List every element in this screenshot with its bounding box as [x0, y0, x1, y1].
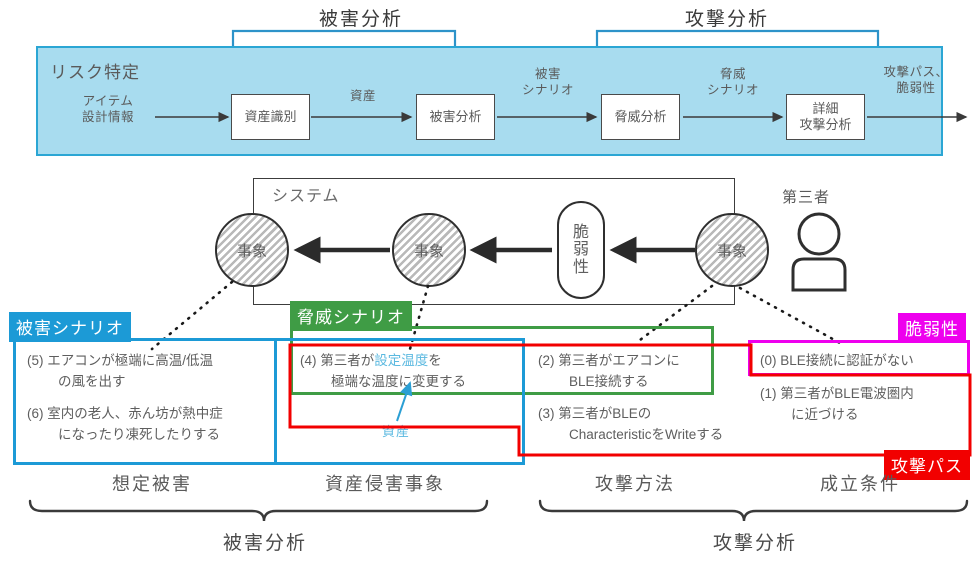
third-party-label: 第三者 [782, 189, 831, 206]
list-item-asset-violation-4[interactable]: (4) 第三者が設定温度を 極端な温度に変更する [300, 351, 466, 393]
item-line1: (1) 第三者がBLE電波圏内 [760, 384, 914, 405]
process-box-label: 脅威分析 [614, 108, 667, 124]
process-box-detailed-attack-analysis[interactable]: 詳細 攻撃分析 [786, 94, 865, 140]
process-box-damage-analysis[interactable]: 被害分析 [416, 94, 495, 140]
item-number: (5) [27, 353, 44, 368]
item-text: 室内の老人、赤ん坊が熱中症 [47, 406, 223, 421]
flow-label-line1: 脅威 [719, 67, 746, 81]
process-box-label: 資産識別 [244, 108, 297, 124]
item-line1: (5) エアコンが極端に高温/低温 [27, 351, 213, 372]
column-caption-asset-violation: 資産侵害事象 [325, 474, 445, 494]
item-line2: になったり凍死したりする [58, 426, 220, 442]
vulnerability-char: 弱 [572, 241, 589, 259]
list-item-condition-1[interactable]: (1) 第三者がBLE電波圏内 に近づける [760, 384, 914, 426]
process-box-threat-analysis[interactable]: 脅威分析 [601, 94, 680, 140]
item-number: (1) [760, 386, 777, 401]
item-line1: (0) BLE接続に認証がない [760, 351, 914, 372]
damage-scenario-tag: 被害シナリオ [9, 312, 131, 342]
item-text-highlight: 設定温度 [374, 353, 429, 368]
item-text-a: 第三者が [320, 353, 375, 368]
flow-label-asset: 資産 [316, 88, 410, 104]
list-item-damage-6[interactable]: (6) 室内の老人、赤ん坊が熱中症 になったり凍死したりする [27, 404, 223, 446]
dotted-connectors [150, 280, 842, 351]
system-label: システム [272, 188, 340, 205]
item-text: BLE接続に認証がない [780, 353, 914, 368]
top-brackets [231, 29, 880, 47]
event-label: 事象 [236, 242, 267, 260]
list-item-attack-3[interactable]: (3) 第三者がBLEの CharacteristicをWriteする [538, 404, 723, 446]
flow-label-threat-scenario: 脅威 シナリオ [684, 66, 782, 99]
flow-label-damage-scenario: 被害 シナリオ [499, 66, 597, 99]
item-number: (4) [300, 353, 317, 368]
item-number: (6) [27, 406, 44, 421]
bottom-caption-damage-analysis: 被害分析 [222, 533, 307, 554]
list-item-condition-0[interactable]: (0) BLE接続に認証がない [760, 351, 914, 372]
asset-violation-blue-frame [277, 338, 525, 465]
item-line2: 極端な温度に変更する [331, 373, 466, 389]
event-label: 事象 [716, 242, 747, 260]
band-input-line2: 設計情報 [81, 110, 134, 125]
threat-scenario-tag: 脅威シナリオ [290, 301, 412, 331]
item-line1: (2) 第三者がエアコンに [538, 351, 680, 372]
flow-label-line2: シナリオ [706, 83, 759, 98]
item-number: (2) [538, 353, 555, 368]
flow-label-line2: 脆弱性 [896, 81, 936, 96]
item-text: 第三者がBLE電波圏内 [780, 386, 914, 401]
band-input-label: アイテム 設計情報 [58, 93, 158, 126]
event-chain-arrows [293, 236, 695, 264]
item-line1: (6) 室内の老人、赤ん坊が熱中症 [27, 404, 223, 425]
item-line2: BLE接続する [569, 373, 649, 389]
process-box-label-line1: 詳細 [812, 100, 839, 116]
item-text: エアコンが極端に高温/低温 [47, 353, 214, 368]
list-item-damage-5[interactable]: (5) エアコンが極端に高温/低温 の風を出す [27, 351, 213, 393]
item-line1: (4) 第三者が設定温度を [300, 351, 466, 372]
event-label: 事象 [413, 242, 444, 260]
process-box-label-line2: 攻撃分析 [799, 117, 852, 132]
item-number: (0) [760, 353, 777, 368]
column-caption-attack-method: 攻撃方法 [595, 474, 675, 494]
list-item-attack-2[interactable]: (2) 第三者がエアコンに BLE接続する [538, 351, 680, 393]
vulnerability-capsule[interactable]: 脆 弱 性 [557, 201, 605, 299]
top-bracket-attack-label: 攻撃分析 [684, 9, 769, 30]
item-line2: に近づける [791, 406, 859, 422]
band-input-line1: アイテム [82, 94, 134, 108]
vulnerability-char: 性 [572, 258, 589, 276]
band-arrows [155, 111, 968, 123]
column-caption-expected-damage: 想定被害 [112, 474, 192, 494]
bottom-caption-attack-analysis: 攻撃分析 [712, 533, 797, 554]
vulnerability-tag: 脆弱性 [898, 313, 966, 343]
attack-path-frame [288, 343, 972, 457]
item-number: (3) [538, 406, 555, 421]
vulnerability-char: 脆 [572, 224, 589, 242]
attack-path-tag: 攻撃パス [884, 450, 970, 480]
process-box-label: 被害分析 [429, 108, 482, 124]
process-box-asset-identification[interactable]: 資産識別 [231, 94, 310, 140]
item-line1: (3) 第三者がBLEの [538, 404, 723, 425]
event-circle-3[interactable]: 事象 [695, 213, 769, 287]
flow-label-line1: 被害 [534, 67, 561, 81]
item-text-b: を [428, 353, 442, 368]
flow-label-line1: 攻撃パス、 [883, 65, 949, 79]
flow-label-attack-path-vulnerability: 攻撃パス、 脆弱性 [862, 64, 970, 97]
item-line2: の風を出す [58, 373, 126, 389]
column-caption-conditions: 成立条件 [820, 474, 900, 494]
band-title: リスク特定 [50, 63, 140, 82]
event-circle-1[interactable]: 事象 [215, 213, 289, 287]
item-text: 第三者がエアコンに [558, 353, 680, 368]
damage-scenario-frame [13, 338, 277, 465]
flow-label-line2: シナリオ [521, 83, 574, 98]
top-bracket-damage-label: 被害分析 [318, 9, 403, 30]
asset-callout-arrow [396, 381, 413, 422]
third-party-person-icon [791, 212, 847, 292]
item-line2: CharacteristicをWriteする [569, 426, 724, 442]
flow-label-line1: 資産 [349, 89, 376, 103]
item-text: 第三者がBLEの [558, 406, 652, 421]
